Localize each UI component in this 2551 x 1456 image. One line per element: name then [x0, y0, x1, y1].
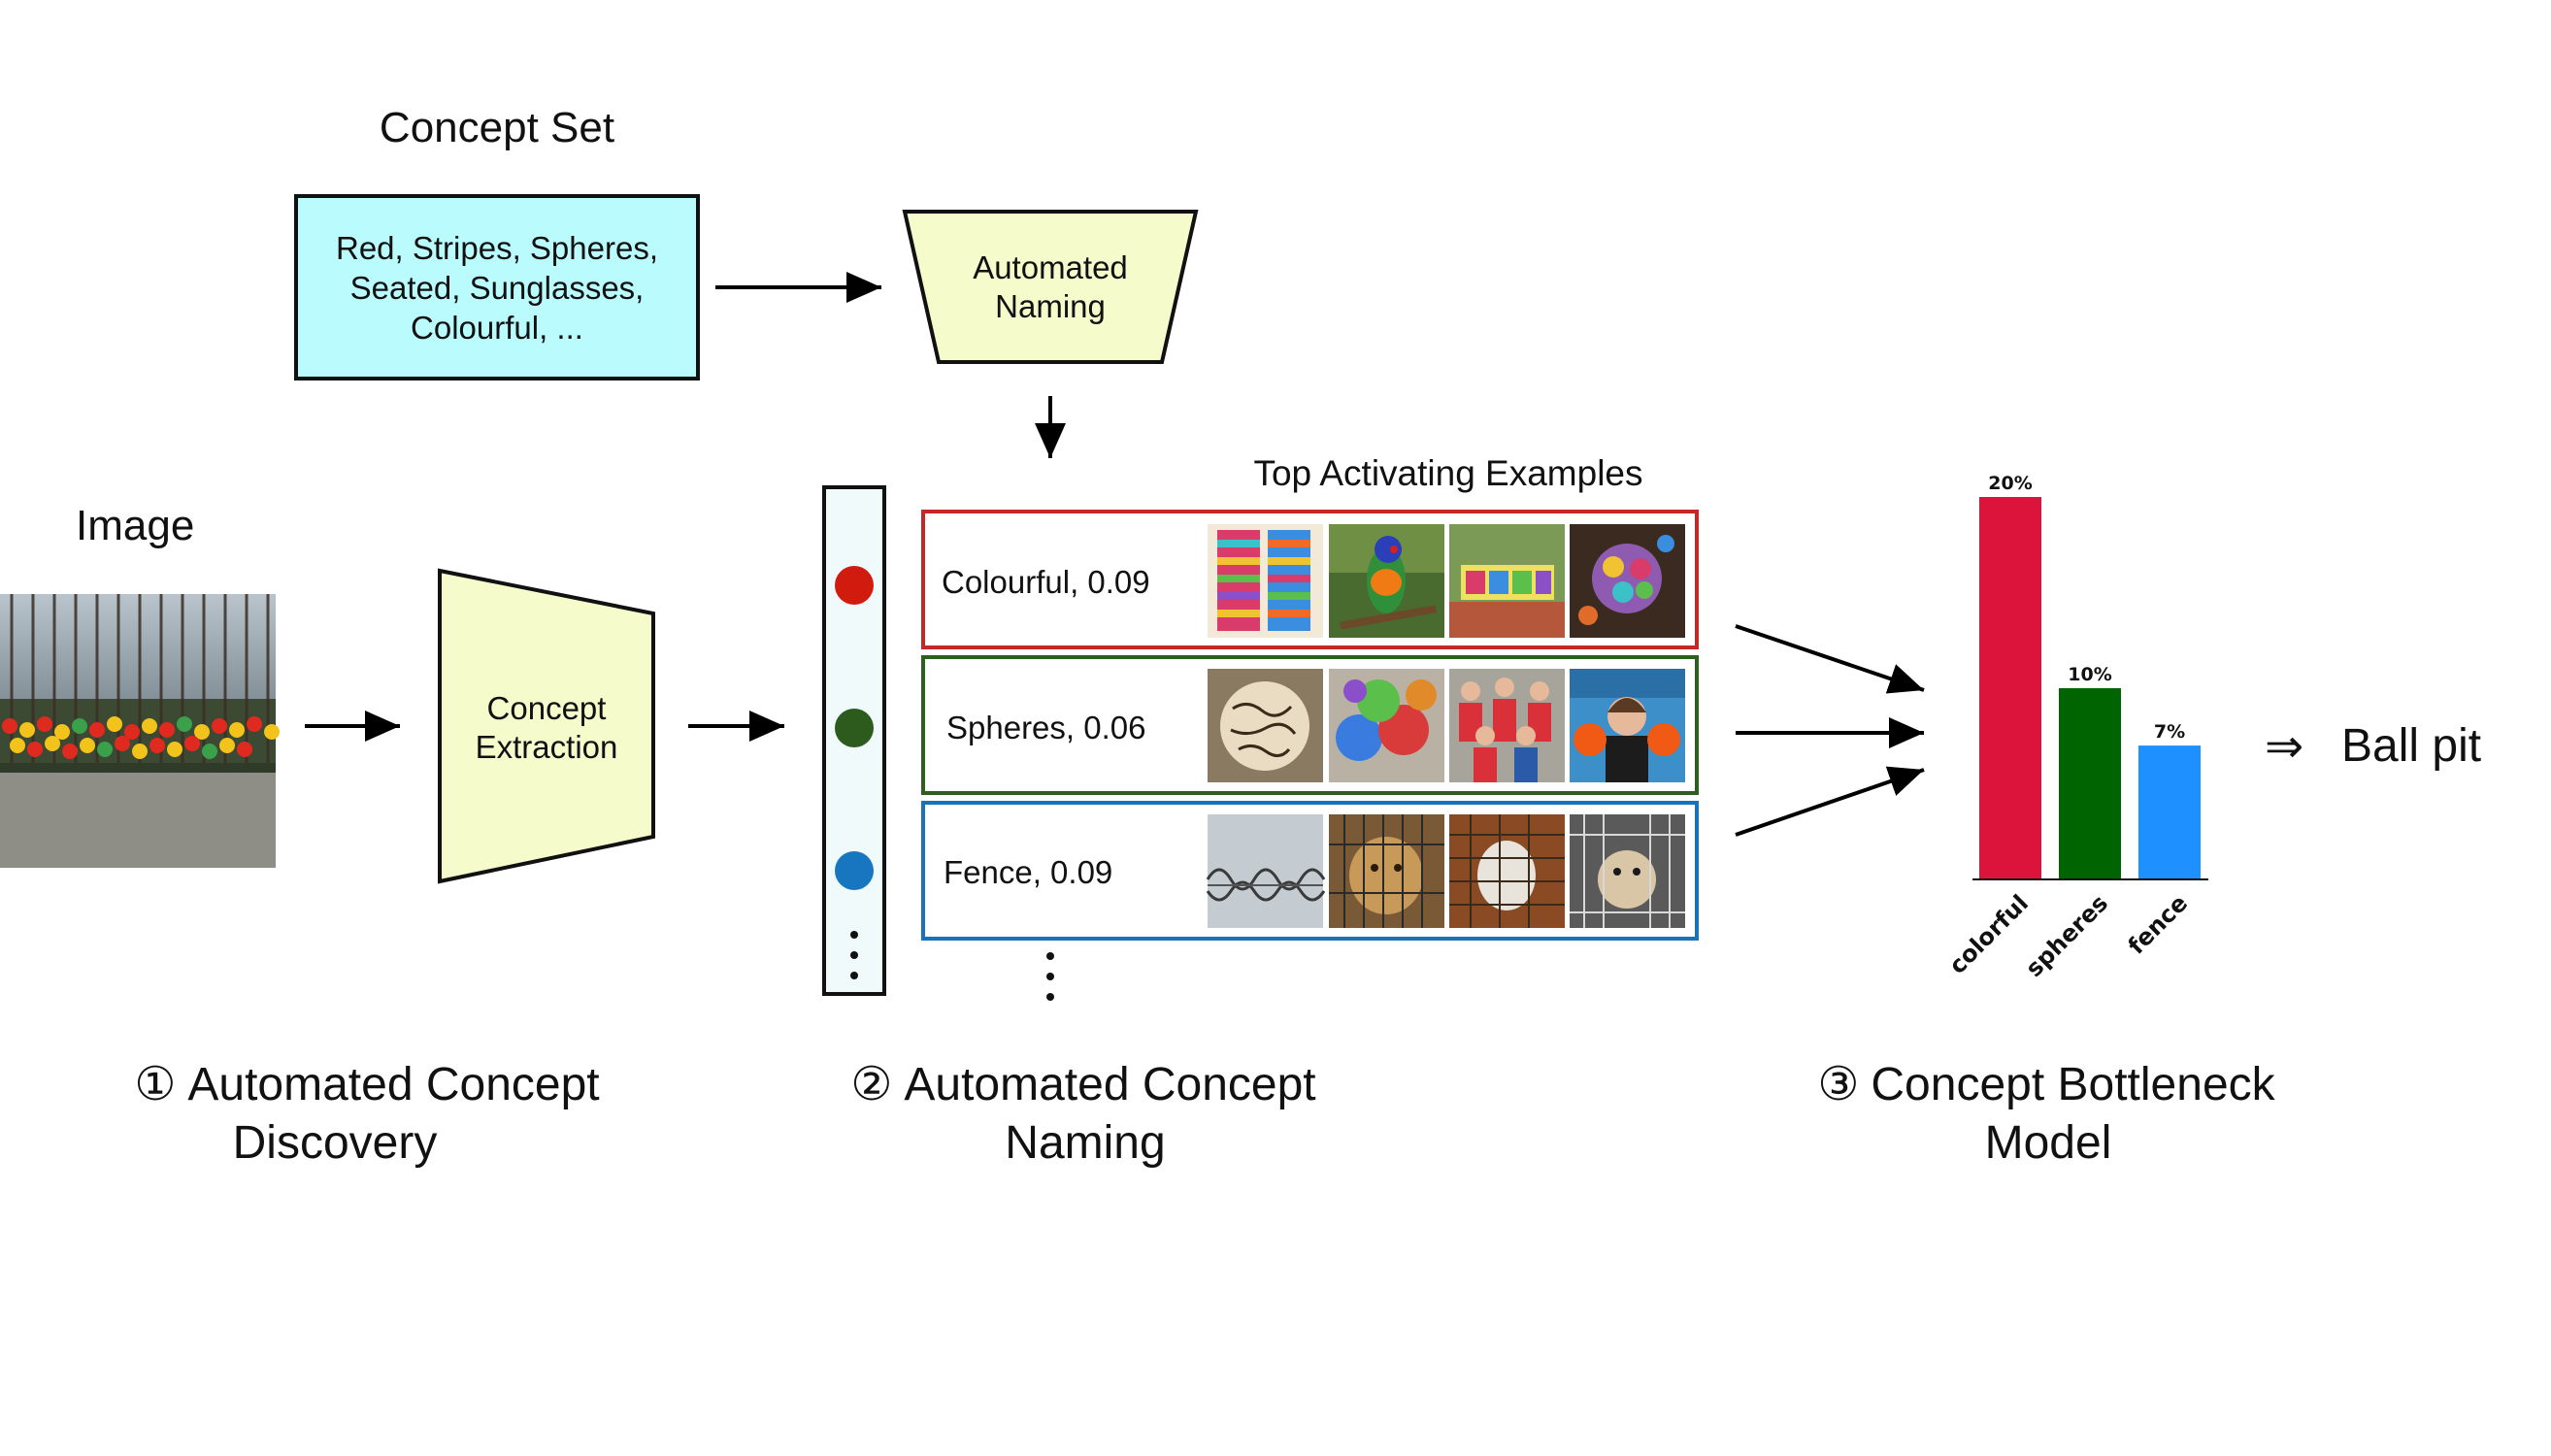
concept-set-box [294, 194, 700, 381]
bar-fence [2138, 745, 2201, 879]
x-tick-label-spheres: spheres [2020, 889, 2113, 982]
example-image-group-photo [1449, 669, 1565, 782]
concept-set-line-3: Colourful, ... [411, 310, 583, 346]
prediction-arrow: ⇒ [2265, 721, 2303, 773]
concept-row-spheres: Spheres, 0.06 [921, 655, 1699, 795]
concept-row-colourful: Colourful, 0.09 [921, 510, 1699, 649]
example-image-colorful-ornaments [1570, 524, 1685, 638]
example-image-signed-ball [1208, 669, 1323, 782]
example-image-painted-balls [1329, 669, 1444, 782]
example-image-dog-crate [1570, 814, 1685, 928]
top-activating-title: Top Activating Examples [1253, 453, 1642, 493]
step-2-number: ② [850, 1059, 892, 1110]
x-tick-label-fence: fence [2123, 889, 2193, 959]
prediction-label: Ball pit [2341, 720, 2481, 772]
step-3-line-2: Model [1985, 1117, 2112, 1169]
concept-dot-colourful [835, 566, 874, 605]
step-2-line-2: Naming [1005, 1117, 1165, 1169]
vector-ellipsis [850, 931, 858, 979]
arrow-colourful-to-chart [1735, 624, 1925, 694]
example-image-caged-cat [1449, 814, 1565, 928]
example-image-boy-bowling-balls [1570, 669, 1685, 782]
step-2-line-1: Automated Concept [904, 1059, 1315, 1110]
example-image-striped-socks [1208, 524, 1323, 638]
step-1-line-2: Discovery [233, 1117, 438, 1169]
concept-dot-fence [835, 851, 874, 890]
bar-spheres [2059, 688, 2121, 879]
concept-label-spheres: Spheres, 0.06 [946, 710, 1145, 745]
input-image-ball-pit [0, 594, 280, 868]
automated-naming-line-1: Automated [973, 249, 1128, 285]
automated-naming-shape [902, 210, 1199, 364]
step-1-line-1: Automated Concept [187, 1059, 599, 1110]
concept-row-fence: Fence, 0.09 [921, 801, 1699, 941]
step-3-number: ③ [1817, 1059, 1859, 1110]
concept-dot-spheres [835, 709, 874, 747]
concept-set-line-2: Seated, Sunglasses, [350, 270, 645, 306]
concept-label-fence: Fence, 0.09 [944, 854, 1112, 890]
concept-extraction-line-1: Concept [487, 690, 607, 726]
image-label: Image [76, 502, 194, 549]
concept-set-line-1: Red, Stripes, Spheres, [336, 230, 658, 266]
example-image-barbed-wire [1206, 814, 1326, 928]
step-3-line-1: Concept Bottleneck [1871, 1059, 2275, 1110]
bar-value-label-fence: 7% [2154, 721, 2185, 743]
bar-value-label-colorful: 20% [1988, 473, 2032, 494]
concept-set-title: Concept Set [380, 104, 614, 151]
automated-naming-line-2: Naming [995, 288, 1106, 324]
rows-ellipsis [1046, 952, 1054, 1001]
x-tick-label-colorful: colorful [1943, 889, 2034, 979]
bar-colorful [1979, 497, 2041, 879]
example-image-rainbow-lorikeet [1329, 524, 1444, 638]
bottleneck-bar-chart: 20% colorful 10% spheres 7% fence [1943, 473, 2208, 982]
concept-extraction-line-2: Extraction [476, 729, 618, 765]
concept-label-colourful: Colourful, 0.09 [942, 564, 1150, 600]
example-image-caged-lion [1329, 814, 1444, 928]
concept-extraction-shape [438, 568, 655, 884]
example-image-parade-banner [1449, 524, 1565, 638]
arrow-fence-to-chart [1735, 766, 1925, 837]
bar-value-label-spheres: 10% [2068, 664, 2111, 685]
step-1-number: ① [134, 1059, 176, 1110]
